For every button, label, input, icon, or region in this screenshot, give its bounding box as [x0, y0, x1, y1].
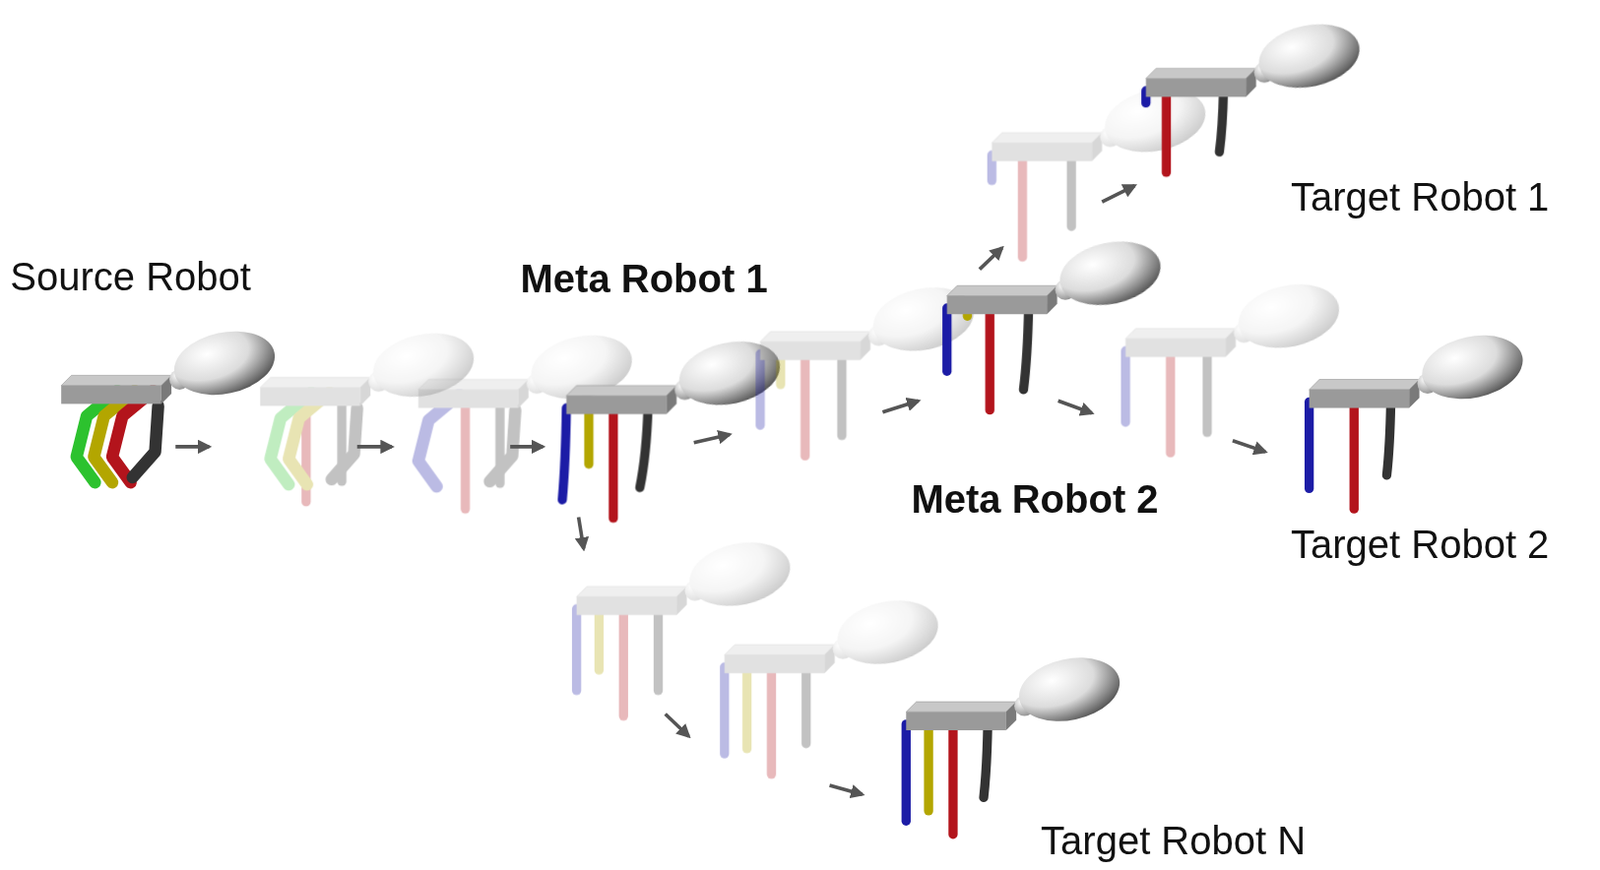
robot	[562, 332, 786, 518]
robot	[259, 324, 480, 503]
robot-label: Source Robot	[9, 255, 252, 299]
robot	[1146, 15, 1366, 173]
robot	[947, 233, 1167, 411]
robot-label: Target Robot 1	[1290, 175, 1549, 219]
meta-robot-label: Meta Robot 2	[910, 477, 1158, 521]
step-arrow	[882, 400, 918, 412]
step-arrow	[694, 434, 730, 443]
step-arrow	[578, 516, 584, 549]
step-arrow	[830, 785, 863, 795]
step-arrow	[1058, 400, 1092, 413]
step-arrow	[1101, 186, 1135, 203]
robot	[724, 591, 945, 774]
robot-label: Target Robot 2	[1290, 522, 1549, 567]
robot	[61, 322, 281, 483]
robot-label: Target Robot N	[1040, 819, 1306, 863]
step-arrow	[1232, 441, 1266, 452]
robot	[991, 79, 1212, 257]
step-arrow	[510, 445, 543, 449]
step-arrow	[357, 445, 392, 449]
robot	[418, 326, 639, 510]
step-arrow	[665, 713, 690, 737]
robot	[760, 278, 980, 456]
robot	[1309, 326, 1530, 510]
meta-robot-label: Meta Robot 1	[520, 256, 768, 301]
robot	[576, 533, 797, 716]
step-arrow	[175, 445, 209, 449]
robot	[905, 648, 1126, 834]
step-arrow	[979, 248, 1003, 270]
